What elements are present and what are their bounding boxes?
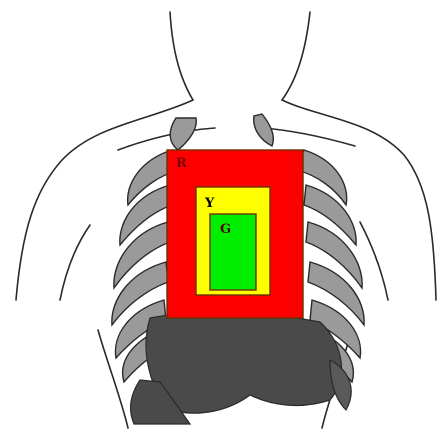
zone-green-box bbox=[210, 214, 256, 290]
zone-boxes bbox=[167, 150, 303, 318]
zone-green-label: G bbox=[220, 223, 231, 236]
zone-yellow-label: Y bbox=[205, 197, 214, 210]
abdominal-organs bbox=[131, 312, 352, 424]
zone-red-label: R bbox=[176, 157, 187, 170]
